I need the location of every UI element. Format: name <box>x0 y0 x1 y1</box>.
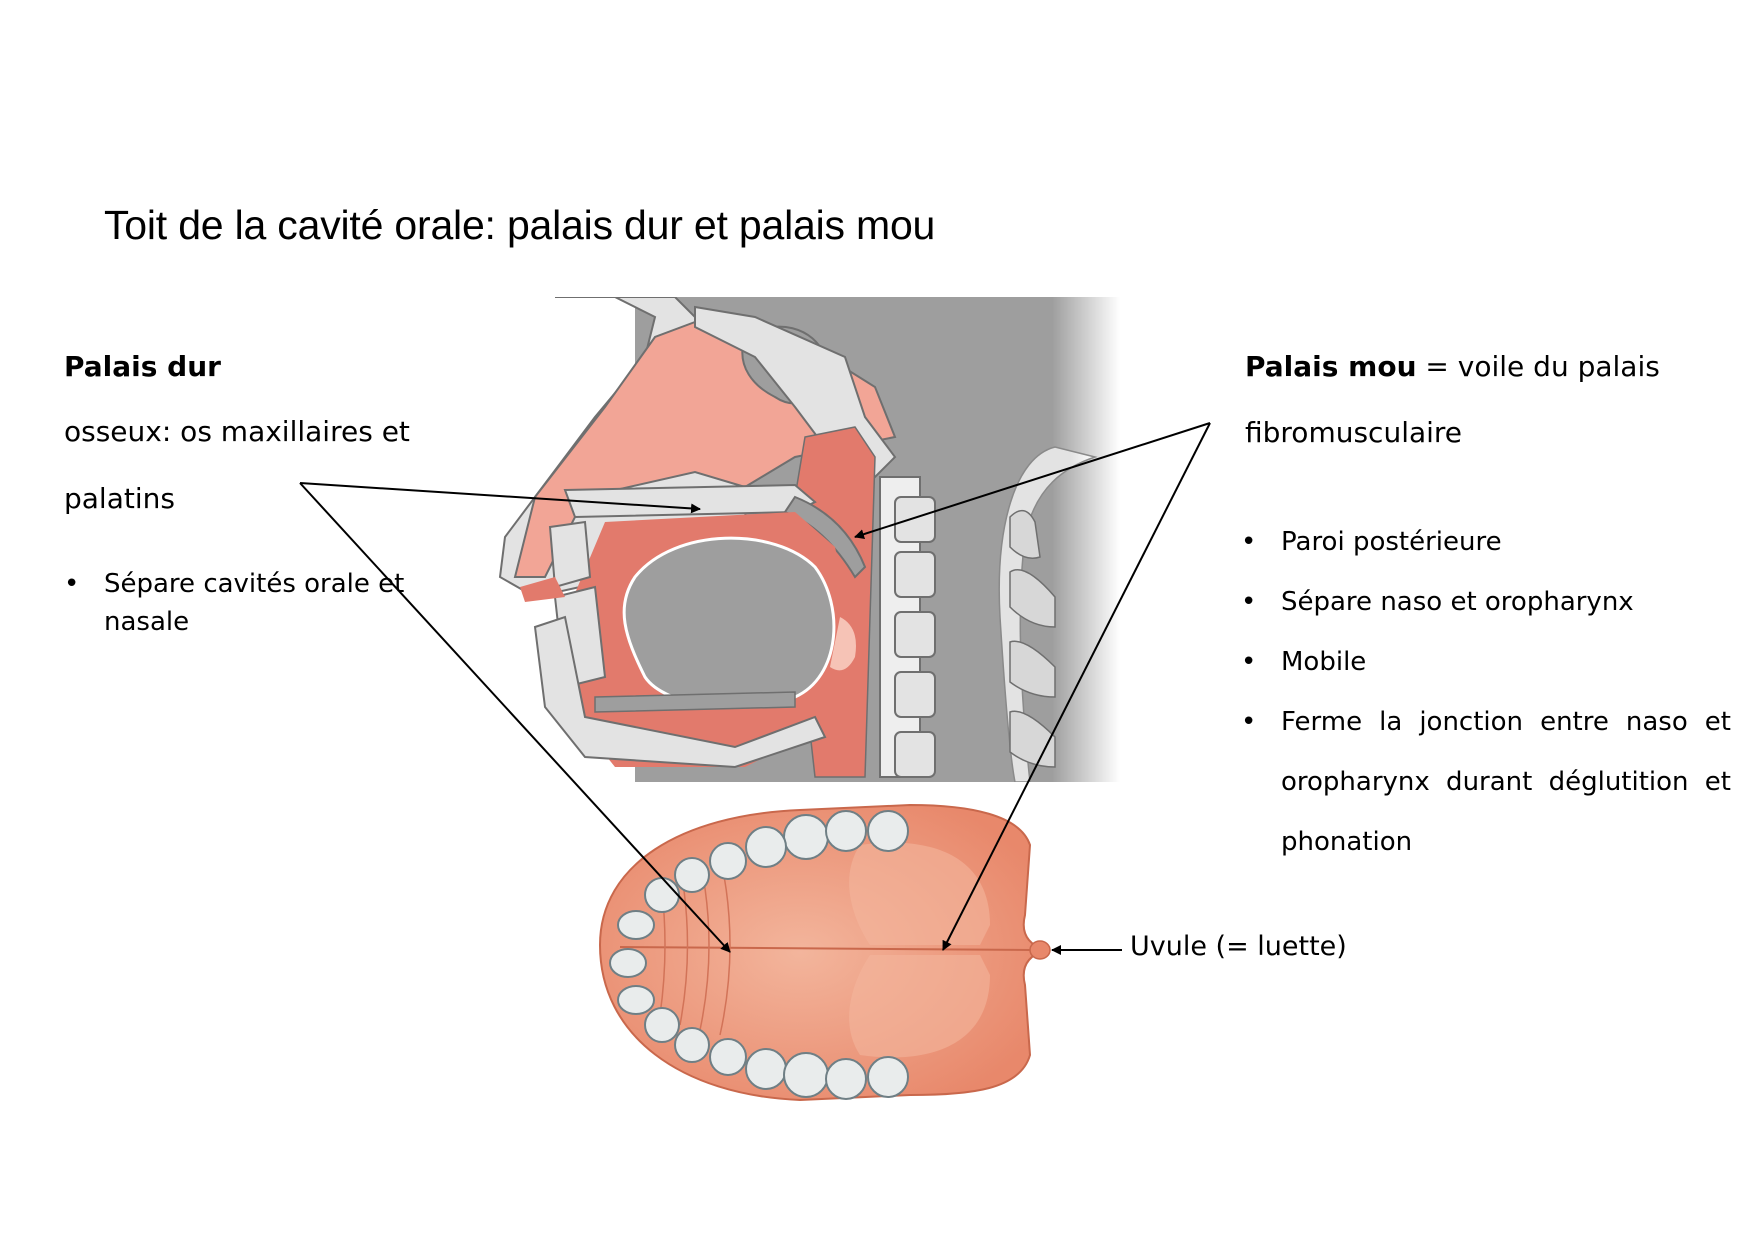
bullet-glyph: • <box>1241 647 1257 677</box>
bullet-text-line1: Sépare cavités orale et <box>104 569 405 599</box>
soft-palate-bullet-4: • Ferme la jonction entre naso et oropha… <box>1241 705 1731 875</box>
bullet-text: Paroi postérieure <box>1281 527 1502 557</box>
bullet-text-line2: nasale <box>104 607 190 637</box>
bullet-glyph: • <box>1241 707 1257 737</box>
sagittal-section-figure <box>498 297 1120 782</box>
soft-palate-heading: Palais mou = voile du palais <box>1245 350 1660 384</box>
bullet-text: Sépare naso et oropharynx <box>1281 587 1634 617</box>
bullet-glyph: • <box>1241 527 1257 557</box>
uvula-label: Uvule (= luette) <box>1130 931 1347 962</box>
soft-palate-heading-bold: Palais mou <box>1245 350 1417 383</box>
bullet-glyph: • <box>1241 587 1257 617</box>
bullet-text: Mobile <box>1281 647 1367 677</box>
bullet-text-line3: phonation <box>1281 827 1413 857</box>
bullet-text-line2: oropharynx durant déglutition et <box>1281 767 1731 797</box>
hard-palate-desc-line1: osseux: os maxillaires et <box>64 415 410 448</box>
bullet-glyph: • <box>64 569 80 599</box>
soft-palate-heading-rest: = voile du palais <box>1416 350 1660 383</box>
soft-palate-desc: fibromusculaire <box>1245 416 1463 449</box>
palate-inferior-view-figure <box>598 803 1051 1102</box>
bullet-text-line1: Ferme la jonction entre naso et <box>1281 707 1731 737</box>
uvula <box>1029 940 1051 960</box>
slide-title: Toit de la cavité orale: palais dur et p… <box>104 202 936 248</box>
hard-palate-desc-line2: palatins <box>64 482 175 515</box>
hard-palate-heading: Palais dur <box>64 350 221 383</box>
